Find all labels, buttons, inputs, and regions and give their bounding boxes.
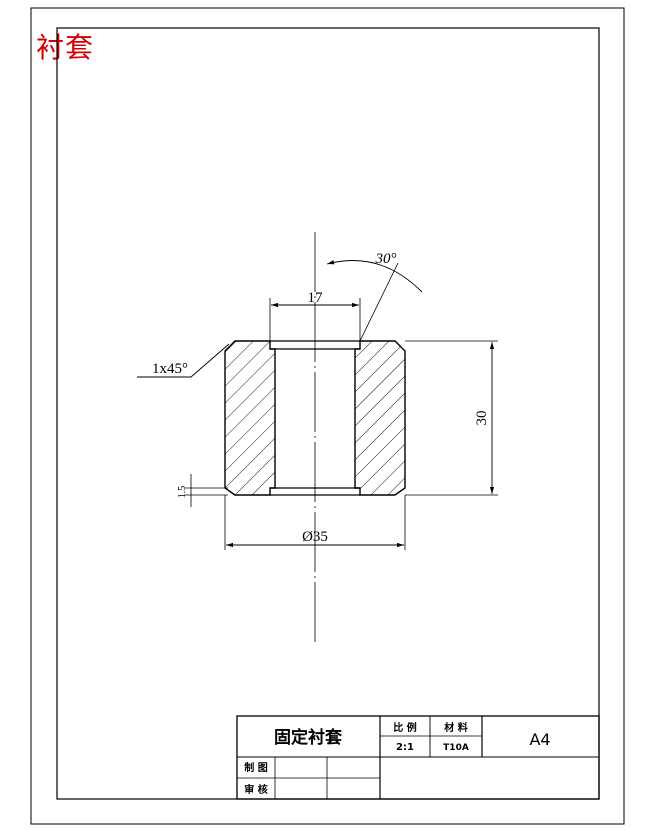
title-block <box>236 715 600 800</box>
dim-17-label: 17 <box>308 290 324 306</box>
scale-value: 2:1 <box>396 742 414 753</box>
dim-35-label: Ø35 <box>302 529 328 545</box>
sheet-size: A4 <box>529 730 550 749</box>
angle-ext <box>359 262 399 342</box>
scale-label: 比 例 <box>393 721 416 734</box>
inner-border <box>56 27 600 800</box>
left-wall-section <box>224 340 276 496</box>
outer-border <box>30 7 625 825</box>
angle-label: 30° <box>375 251 397 267</box>
material-label: 材 料 <box>444 721 467 734</box>
part-name: 固定衬套 <box>274 727 343 748</box>
right-wall-section <box>354 340 406 496</box>
drawn-label: 制 图 <box>244 761 267 774</box>
chamfer-label: 1x45° <box>152 361 188 377</box>
corner-title: 衬套 <box>36 31 95 64</box>
material-value: T10A <box>443 743 469 753</box>
angle-arc <box>326 260 423 293</box>
chamfer-leader <box>137 343 230 378</box>
checked-label: 审 核 <box>244 783 267 796</box>
dim-30-label: 30 <box>474 411 490 426</box>
groove-label: 1.5 <box>177 486 188 499</box>
